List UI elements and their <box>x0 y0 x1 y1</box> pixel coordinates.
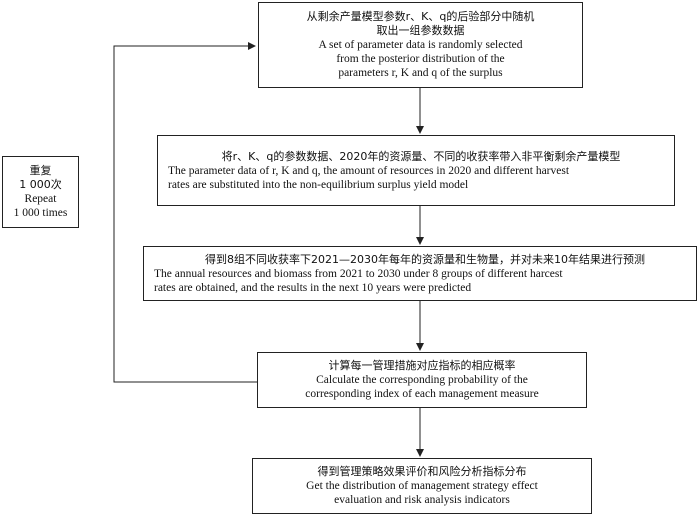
step-3-en-line-2: rates are obtained, and the results in t… <box>154 281 472 294</box>
step-5-box: 得到管理策略效果评价和风险分析指标分布 Get the distribution… <box>252 458 592 514</box>
repeat-zh-line-1: 重复 <box>29 164 52 177</box>
step-4-zh-line-1: 计算每一管理措施对应指标的相应概率 <box>328 359 516 372</box>
step-1-zh-line-2: 取出一组参数数据 <box>376 24 465 37</box>
step-5-zh-line-1: 得到管理策略效果评价和风险分析指标分布 <box>317 465 527 478</box>
step-2-zh-line-1: 将r、K、q的参数数据、2020年的资源量、不同的收获率带入非平衡剩余产量模型 <box>221 149 621 163</box>
step-5-en-line-1: Get the distribution of management strat… <box>306 480 538 492</box>
step-1-en-line-3: parameters r, K and q of the surplus <box>338 67 503 79</box>
step-2-box: 将r、K、q的参数数据、2020年的资源量、不同的收获率带入非平衡剩余产量模型 … <box>157 135 675 206</box>
step-1-en-line-2: from the posterior distribution of the <box>336 53 505 65</box>
step-2-en-line-2: rates are substituted into the non-equil… <box>168 178 469 191</box>
step-2-en-line-1: The parameter data of r, K and q, the am… <box>168 164 570 177</box>
step-1-box: 从剩余产量模型参数r、K、q的后验部分中随机 取出一组参数数据 A set of… <box>258 2 583 88</box>
repeat-zh-line-2: 1 000次 <box>19 178 62 191</box>
step-5-en-line-2: evaluation and risk analysis indicators <box>334 494 510 506</box>
repeat-en-line-1: Repeat <box>24 193 57 205</box>
repeat-en-line-2: 1 000 times <box>13 207 68 219</box>
step-1-zh-line-1: 从剩余产量模型参数r、K、q的后验部分中随机 <box>306 10 535 23</box>
step-4-en-line-1: Calculate the corresponding probability … <box>316 374 528 386</box>
step-3-zh-line-1: 得到8组不同收获率下2021—2030年每年的资源量和生物量，并对未来10年结果… <box>205 252 645 266</box>
step-1-en-line-1: A set of parameter data is randomly sele… <box>318 39 523 51</box>
step-4-en-line-2: corresponding index of each management m… <box>305 388 539 400</box>
step-3-box: 得到8组不同收获率下2021—2030年每年的资源量和生物量，并对未来10年结果… <box>143 246 697 301</box>
repeat-loop-line <box>113 42 257 383</box>
repeat-box: 重复 1 000次 Repeat 1 000 times <box>2 156 79 228</box>
step-3-en-line-1: The annual resources and biomass from 20… <box>154 267 563 280</box>
step-4-box: 计算每一管理措施对应指标的相应概率 Calculate the correspo… <box>257 352 587 408</box>
